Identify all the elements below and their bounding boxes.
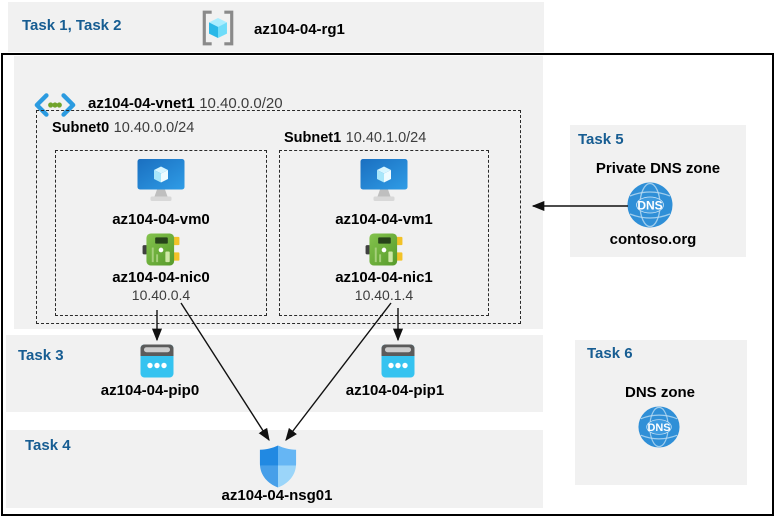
task3-band: [6, 335, 543, 412]
nic0-name: az104-04-nic0: [112, 269, 210, 286]
subnet1-title: Subnet1 10.40.1.0/24: [284, 129, 426, 147]
nic0-ip: 10.40.0.4: [131, 287, 191, 303]
private-dns-zone-title: Private DNS zone: [595, 160, 721, 177]
vm0-name: az104-04-vm0: [112, 211, 210, 228]
task4-label: Task 4: [25, 437, 71, 454]
nic1-ip: 10.40.1.4: [354, 287, 414, 303]
task5-label: Task 5: [578, 131, 624, 148]
vnet-cidr: 10.40.0.0/20: [199, 95, 283, 112]
virtual-machine-icon: [137, 159, 185, 204]
subnet1-name: Subnet1: [284, 130, 342, 146]
nsg-shield-icon: [259, 445, 297, 488]
resource-group-name: az104-04-rg1: [254, 21, 345, 38]
network-interface-icon: [142, 233, 180, 266]
resource-group-icon: [199, 9, 237, 47]
vm1-name: az104-04-vm1: [335, 211, 433, 228]
task6-label: Task 6: [587, 345, 633, 362]
dns-globe-icon: DNS: [638, 406, 680, 448]
vnet-name: az104-04-vnet1: [88, 95, 195, 112]
virtual-network-icon: [34, 92, 76, 118]
subnet0-title: Subnet0 10.40.0.0/24: [52, 119, 194, 137]
subnet0-box: az104-04-vm0 az104-04-nic0 10.40.0.4: [55, 150, 267, 316]
subnet1-box: az104-04-vm1 az104-04-nic1 10.40.1.4: [279, 150, 489, 316]
subnet0-cidr: 10.40.0.0/24: [113, 120, 195, 136]
dns-icon-text: DNS: [647, 422, 670, 434]
network-interface-icon: [365, 233, 403, 266]
task3-label: Task 3: [18, 347, 64, 364]
virtual-machine-icon: [360, 159, 408, 204]
nsg-name: az104-04-nsg01: [221, 487, 333, 504]
dns-zone-title: DNS zone: [624, 384, 695, 401]
task-1-2-label: Task 1, Task 2: [22, 17, 122, 34]
private-dns-zone-name: contoso.org: [609, 231, 697, 248]
subnets-outer-box: [36, 110, 521, 324]
nic1-name: az104-04-nic1: [335, 269, 433, 286]
dns-globe-icon: DNS: [627, 182, 673, 228]
subnet0-name: Subnet0: [52, 120, 110, 136]
public-ip-icon: [140, 344, 174, 378]
vnet-title: az104-04-vnet1 10.40.0.0/20: [88, 95, 283, 113]
resource-group-band: Task 1, Task 2 az104-04-rg1: [8, 2, 544, 52]
vnet-panel: [14, 56, 543, 329]
public-ip-icon: [381, 344, 415, 378]
pip0-name: az104-04-pip0: [100, 382, 200, 399]
pip1-name: az104-04-pip1: [345, 382, 445, 399]
dns-icon-text: DNS: [637, 199, 662, 213]
subnet1-cidr: 10.40.1.0/24: [345, 130, 427, 146]
